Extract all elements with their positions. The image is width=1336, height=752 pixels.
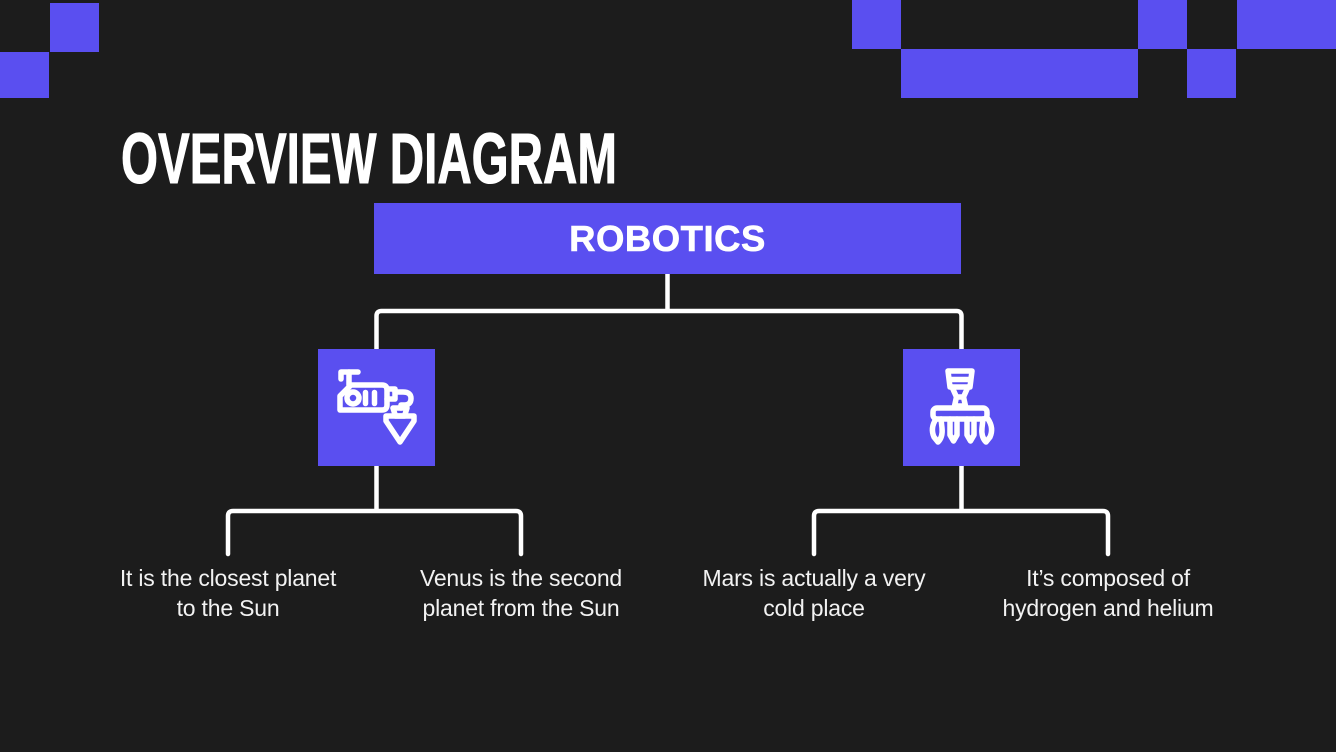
decor-square bbox=[1237, 0, 1336, 49]
decor-square bbox=[852, 0, 901, 49]
robot-claw-icon bbox=[929, 367, 994, 445]
decor-square bbox=[50, 3, 99, 52]
leaf-label: Mars is actually a very cold place bbox=[702, 565, 926, 621]
decor-square bbox=[1187, 49, 1236, 98]
decor-bar bbox=[901, 49, 1138, 98]
root-node-robotics: ROBOTICS bbox=[374, 203, 961, 274]
connector-branches bbox=[374, 308, 964, 352]
leaf-label: It’s composed of hydrogen and helium bbox=[1002, 565, 1214, 621]
connector-left-bracket bbox=[225, 508, 524, 557]
branch-node-left bbox=[318, 349, 435, 466]
page-title: OVERVIEW DIAGRAM bbox=[121, 119, 618, 199]
branch-node-right bbox=[903, 349, 1020, 466]
robot-arm-icon bbox=[336, 368, 417, 445]
decor-square bbox=[0, 52, 49, 98]
leaf-label: Venus is the second planet from the Sun bbox=[419, 565, 623, 621]
leaf-label: It is the closest planet to the Sun bbox=[119, 565, 337, 621]
decor-square bbox=[1138, 0, 1187, 49]
connector-right-bracket bbox=[811, 508, 1111, 557]
root-node-label: ROBOTICS bbox=[569, 217, 766, 259]
